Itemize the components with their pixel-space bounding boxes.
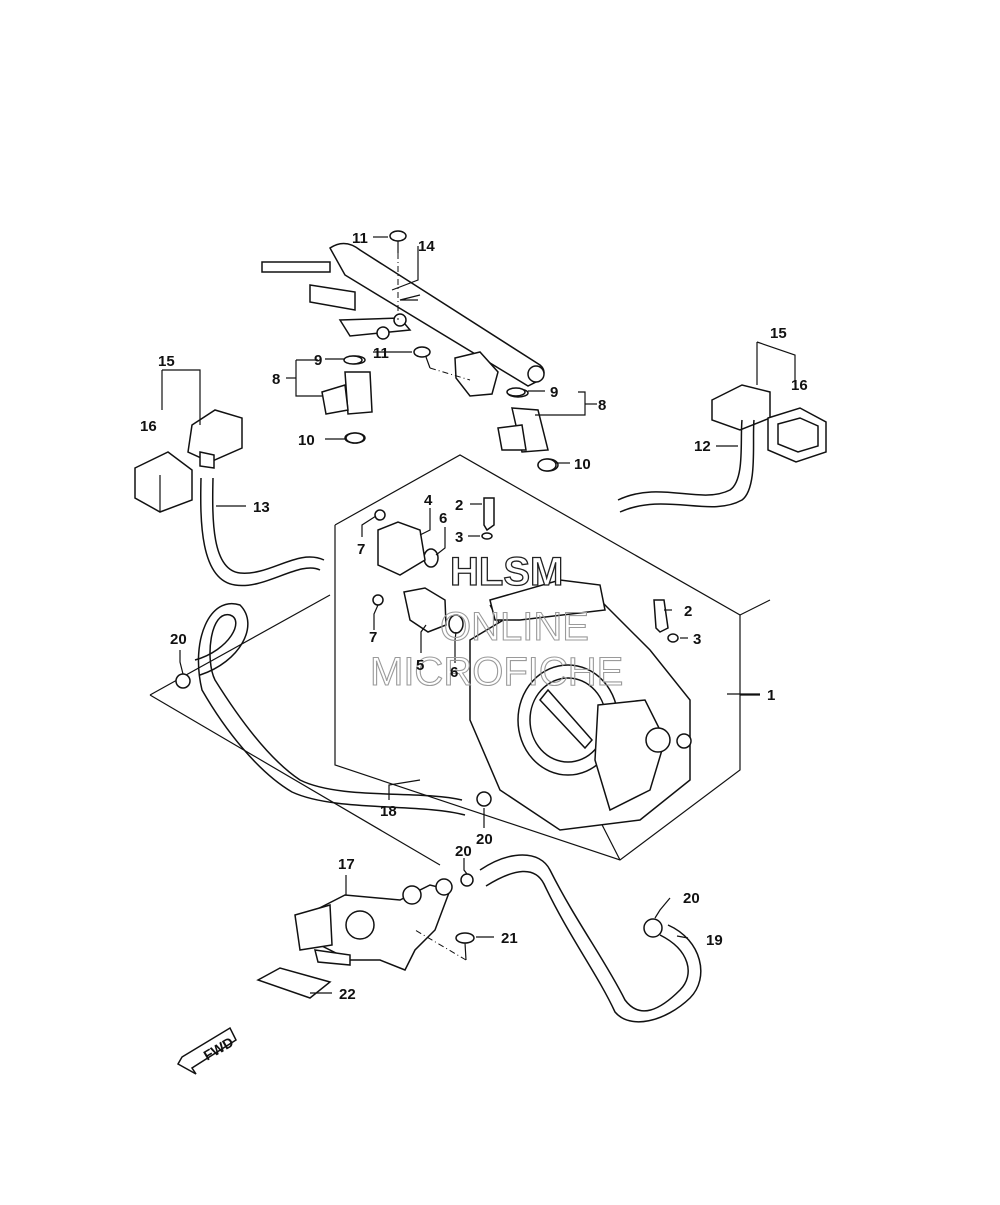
clamps [175, 673, 663, 938]
callout-15-left: 15 [158, 353, 175, 370]
screw-top [389, 230, 407, 253]
bolts [372, 497, 669, 633]
callout-20-left: 20 [170, 631, 187, 648]
callout-14: 14 [418, 238, 435, 255]
callout-7-upper: 7 [357, 541, 365, 558]
hose-18 [194, 602, 466, 816]
sensor-right [711, 384, 771, 431]
callout-9-right: 9 [550, 384, 558, 401]
callout-7-lower: 7 [369, 629, 377, 646]
throttle-sensor-4 [377, 521, 426, 576]
callout-labels: 1 2 2 3 3 4 5 6 6 7 7 8 8 9 9 10 10 11 1… [140, 230, 808, 1003]
callout-8-left: 8 [272, 371, 280, 388]
hose-19 [479, 854, 702, 1023]
callout-5: 5 [416, 657, 424, 674]
fuel-injector-left [321, 355, 373, 444]
idle-air-control-valve [294, 878, 453, 971]
callout-2-upper: 2 [455, 497, 463, 514]
cover-right [767, 407, 827, 463]
callout-17: 17 [338, 856, 355, 873]
callout-16-right: 16 [791, 377, 808, 394]
callout-15-right: 15 [770, 325, 787, 342]
hose-12 [617, 419, 755, 513]
callout-18: 18 [380, 803, 397, 820]
callout-16-left: 16 [140, 418, 157, 435]
callout-6-lower: 6 [450, 664, 458, 681]
callout-1: 1 [767, 687, 775, 704]
throttle-body [469, 579, 692, 831]
callout-11-middle: 11 [373, 345, 389, 362]
callout-6-upper: 6 [439, 510, 447, 527]
fwd-arrow-icon: FWD [176, 1026, 237, 1075]
callout-21: 21 [501, 930, 518, 947]
o-rings [343, 355, 679, 643]
callout-11-top: 11 [352, 230, 368, 247]
callout-4: 4 [424, 492, 433, 509]
cover-left [134, 451, 193, 513]
callout-10-right: 10 [574, 456, 591, 473]
watermark-line2: ONLINE [440, 605, 589, 649]
callout-12: 12 [694, 438, 711, 455]
callout-19: 19 [706, 932, 723, 949]
callout-3-upper: 3 [455, 529, 463, 546]
callout-9-left: 9 [314, 352, 322, 369]
hose-13 [199, 477, 325, 587]
fuel-rail [261, 242, 545, 397]
callout-3-lower: 3 [693, 631, 701, 648]
leader-lines [161, 236, 796, 994]
callout-2-lower: 2 [684, 603, 692, 620]
watermark: HLSM ONLINE MICROFICHE [369, 549, 623, 694]
watermark-line1: HLSM [450, 550, 563, 594]
gasket-22 [256, 967, 332, 999]
throttle-sensor-5 [403, 587, 447, 633]
sensor-left [187, 409, 243, 469]
callout-20-lower: 20 [455, 843, 472, 860]
callout-20-right: 20 [683, 890, 700, 907]
screw-middle [413, 346, 431, 369]
callout-22: 22 [339, 986, 356, 1003]
callout-10-left: 10 [298, 432, 315, 449]
screw-21 [455, 932, 475, 961]
callout-20-center: 20 [476, 831, 493, 848]
watermark-line3: MICROFICHE [370, 650, 623, 694]
callout-13: 13 [253, 499, 270, 516]
hose-group-outline [149, 594, 441, 866]
callout-8-right: 8 [598, 397, 606, 414]
